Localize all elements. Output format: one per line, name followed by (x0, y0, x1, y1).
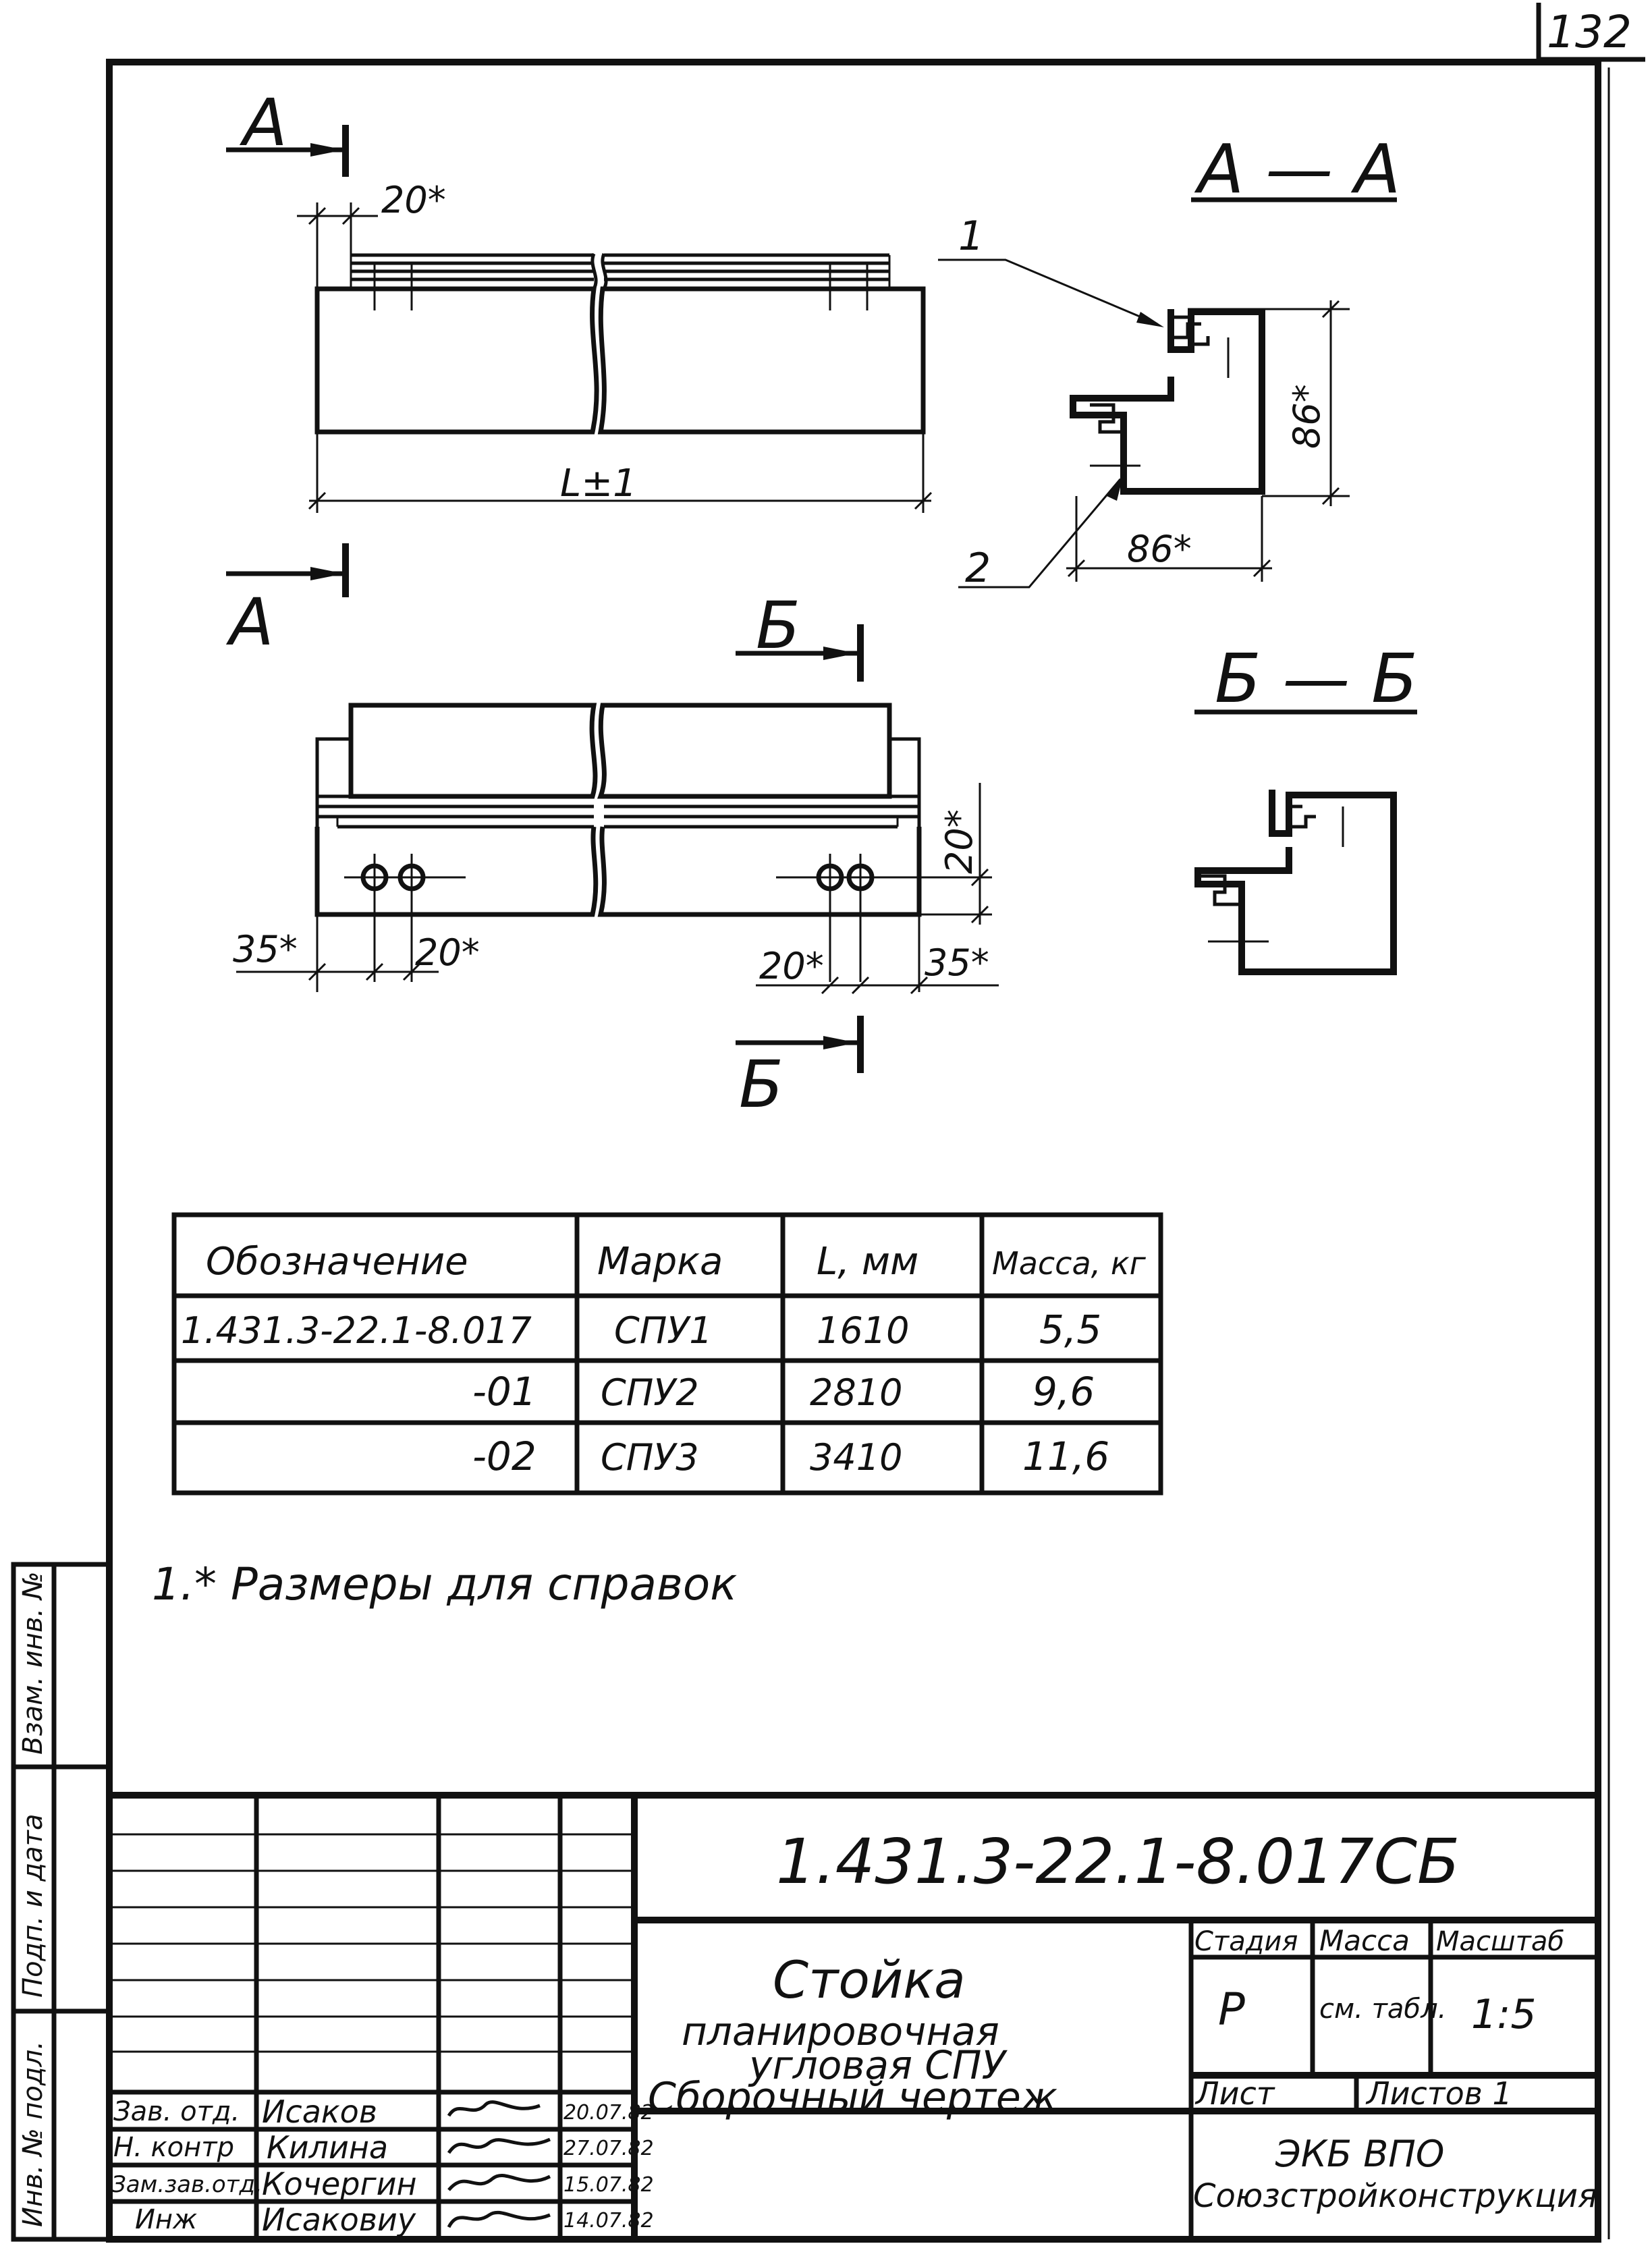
sign-row1-name: Исаков (262, 2094, 377, 2130)
organization-line2: Союзстройконструкция (1193, 2177, 1597, 2215)
spec-row3-mark: СПУ3 (601, 1436, 699, 1479)
main-frame (106, 59, 1601, 2243)
spec-row2-designation: -01 (472, 1369, 536, 1415)
side-strip: Инв. № подл. Подп. и дата Взам. инв. № (11, 1562, 112, 2242)
spec-row3-designation: -02 (472, 1433, 536, 1479)
product-name-line4: Сборочный чертеж (648, 2074, 1057, 2121)
section-b-b-title: Б — Б (1215, 639, 1418, 718)
leader-2-label: 2 (965, 545, 991, 592)
organization-line1: ЭКБ ВПО (1275, 2133, 1444, 2175)
page-number-box: 132 (1536, 3, 1645, 62)
dim-20-vertical: 20* (938, 809, 981, 874)
spec-row1-length: 1610 (817, 1309, 909, 1352)
product-name-line1: Стойка (773, 1950, 966, 2010)
sheet-label: Лист (1194, 2075, 1275, 2112)
sign-row2-signature (447, 2137, 551, 2154)
dim-35-right: 35* (925, 941, 989, 984)
section-b-marker-bottom: Б (739, 1047, 783, 1122)
view-elevation-bottom: Б 35* 20* (233, 588, 999, 1122)
section-a-a-title: A — A (1194, 130, 1400, 209)
spec-table: Обозначение Марка L, мм Масса, кг 1.431.… (171, 1212, 1163, 1496)
note-reference-dimensions: 1.* Размеры для справок (152, 1558, 737, 1610)
dim-35-left: 35* (233, 928, 298, 970)
spec-header-designation: Обозначение (206, 1240, 468, 1284)
sign-row2-date: 27.07.82 (563, 2137, 654, 2160)
page-number: 132 (1547, 6, 1632, 58)
dim-20-top: 20* (381, 179, 446, 221)
side-sign-label: Подп. и дата (18, 1814, 49, 1998)
sign-row3-name: Кочергин (262, 2166, 417, 2202)
section-a-marker-bottom: A (225, 584, 274, 660)
sign-row1-date: 20.07.82 (563, 2101, 654, 2125)
sign-row1-role: Зав. отд. (113, 2096, 240, 2127)
scale-header: Масштаб (1436, 1926, 1564, 1957)
spec-header-length: L, мм (817, 1240, 918, 1284)
view-elevation-top: A 20* L±1 A (225, 85, 933, 660)
dim-length: L±1 (560, 462, 637, 505)
sign-row1-signature (447, 2100, 541, 2117)
side-inv-label: Инв. № подл. (18, 2041, 49, 2227)
title-block: Зав. отд. Исаков 20.07.82 Н. контр Килин… (109, 1792, 1598, 2239)
spec-row1-mass: 5,5 (1039, 1307, 1101, 1352)
spec-row1-designation: 1.431.3-22.1-8.017 (181, 1309, 532, 1352)
spec-row3-mass: 11,6 (1022, 1433, 1109, 1479)
sheets-label: Листов 1 (1365, 2075, 1512, 2112)
stage-value: Р (1218, 1983, 1245, 2035)
product-name-line3: угловая СПУ (748, 2042, 1008, 2088)
spec-row2-mark: СПУ2 (601, 1371, 699, 1414)
sign-row2-role: Н. контр (113, 2132, 234, 2163)
sign-row4-date: 14.07.82 (563, 2209, 654, 2233)
sign-row2-name: Килина (267, 2129, 388, 2166)
dim-86-horizontal: 86* (1127, 528, 1192, 570)
spec-row2-mass: 9,6 (1032, 1369, 1095, 1415)
scale-value: 1:5 (1471, 1991, 1537, 2038)
dim-20-right: 20* (759, 945, 824, 987)
sign-row4-role: Инж (135, 2204, 197, 2235)
section-b-b: Б — Б (1194, 639, 1418, 975)
dim-20-left: 20* (415, 931, 480, 974)
section-a-a: A — A 86* 86* 1 2 (938, 130, 1400, 592)
sign-row4-name: Исаковиу (262, 2201, 416, 2238)
mass-header: Масса (1319, 1924, 1410, 1957)
mass-value: см. табл. (1319, 1994, 1446, 2025)
leader-1-label: 1 (958, 213, 984, 260)
side-replace-label: Взам. инв. № (18, 1571, 49, 1755)
stage-header: Стадия (1194, 1926, 1298, 1957)
sign-row3-role: Зам.зав.отд. (111, 2171, 263, 2198)
sign-row3-signature (447, 2174, 551, 2191)
spec-header-mass: Масса, кг (992, 1245, 1147, 1282)
spec-row3-length: 3410 (810, 1436, 902, 1479)
spec-header-mark: Марка (597, 1240, 723, 1284)
sign-row4-signature (447, 2210, 551, 2228)
drawing-designation: 1.431.3-22.1-8.017СБ (776, 1826, 1460, 1898)
product-name-line2: планировочная (682, 2008, 999, 2054)
sign-row3-date: 15.07.82 (563, 2173, 654, 2197)
spec-row1-mark: СПУ1 (614, 1309, 713, 1352)
dim-86-vertical: 86* (1286, 384, 1328, 449)
section-b-marker-top: Б (756, 588, 800, 663)
spec-row2-length: 2810 (810, 1371, 902, 1414)
